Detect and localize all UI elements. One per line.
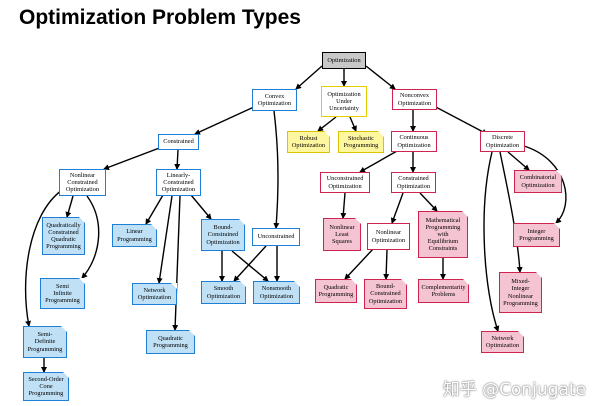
fold-corner bbox=[171, 283, 177, 289]
edge-constrained-mpec bbox=[419, 192, 438, 212]
edge-uncertainty-stochastic bbox=[349, 116, 357, 132]
edge-bound-nonsmooth bbox=[231, 250, 269, 282]
fold-corner bbox=[536, 272, 542, 278]
fold-corner bbox=[554, 223, 560, 229]
node-linearly-constrained-optimization: Linearly- Constrained Optimization bbox=[156, 169, 201, 196]
node-complementarity-problems: Complementarity Problems bbox=[418, 279, 469, 303]
node-bound-constrained-nc: Bound- Constrained Optimization bbox=[364, 279, 407, 309]
fold-corner bbox=[556, 170, 562, 176]
edge-constrained-linearly bbox=[174, 149, 181, 170]
fold-corner bbox=[189, 330, 195, 336]
edge-root-convex bbox=[295, 65, 323, 90]
node-quadratic-programming-convex: Quadratic Programming bbox=[146, 330, 195, 354]
edge-discrete-integer bbox=[523, 145, 567, 224]
edge-discrete-network bbox=[483, 151, 500, 332]
node-semidefinite-programming: Semi- Definite Programming bbox=[23, 326, 67, 358]
fold-corner bbox=[462, 211, 468, 217]
edge-convex-unconstrained bbox=[273, 110, 280, 229]
node-robust-optimization: Robust Optimization bbox=[287, 131, 330, 153]
node-linear-programming: Linear Programming bbox=[112, 224, 157, 247]
fold-corner bbox=[351, 279, 357, 285]
edge-nonlinear-bound bbox=[383, 249, 390, 280]
edge-convex-constrained bbox=[194, 105, 257, 135]
fold-corner bbox=[355, 218, 361, 224]
edge-lc-linear bbox=[145, 194, 164, 225]
node-convex-optimization: Convex Optimization bbox=[252, 89, 297, 111]
node-nonconvex-optimization: Nonconvex Optimization bbox=[392, 89, 437, 110]
node-second-order-cone-programming: Second-Order Cone Programming bbox=[23, 372, 69, 401]
fold-corner bbox=[79, 217, 85, 223]
node-unconstrained-convex: Unconstrained bbox=[252, 228, 300, 246]
node-discrete-optimization: Discrete Optimization bbox=[480, 131, 525, 152]
node-unconstrained-optimization-nc: Unconstrained Optimization bbox=[320, 172, 370, 193]
edge-lc-quadratic bbox=[172, 195, 181, 331]
node-optimization: Optimization bbox=[322, 52, 366, 69]
node-bound-constrained-convex: Bound- Constrained Optimization bbox=[201, 219, 245, 251]
fold-corner bbox=[518, 331, 524, 337]
edge-root-nonconvex bbox=[365, 65, 396, 90]
edge-nlc-semiinfinite bbox=[81, 195, 100, 279]
node-constrained-optimization-nc: Constrained Optimization bbox=[391, 172, 436, 193]
fold-corner bbox=[79, 278, 85, 284]
node-network-optimization-nc: Network Optimization bbox=[481, 331, 524, 353]
edge-nlc-qcqp bbox=[65, 195, 74, 218]
node-nonsmooth-optimization: Nonsmooth Optimization bbox=[253, 281, 300, 304]
watermark: 知乎 @Conjugate bbox=[442, 380, 586, 400]
fold-corner bbox=[63, 372, 69, 378]
fold-corner bbox=[61, 326, 67, 332]
node-stochastic-programming: Stochastic Programming bbox=[338, 131, 384, 153]
node-nonlinear-constrained-optimization: Nonlinear Constrained Optimization bbox=[59, 169, 106, 196]
fold-corner bbox=[324, 131, 330, 137]
node-network-optimization-convex: Network Optimization bbox=[132, 283, 177, 305]
node-combinatorial-optimization: Combinatorial Optimization bbox=[514, 170, 562, 193]
node-constrained-convex: Constrained bbox=[158, 134, 199, 150]
edge-constrained-nonlinearc bbox=[103, 146, 163, 171]
edge-discrete-combinatorial bbox=[507, 151, 530, 171]
edge-uncertainty-robust bbox=[317, 116, 337, 132]
node-nonlinear-least-squares: Nonlinear Least Squares bbox=[323, 218, 361, 251]
fold-corner bbox=[401, 279, 407, 285]
edge-continuous-unconstrained bbox=[359, 150, 398, 173]
fold-corner bbox=[378, 131, 384, 137]
fold-corner bbox=[239, 219, 245, 225]
edge-lc-network bbox=[156, 195, 173, 284]
fold-corner bbox=[240, 281, 246, 287]
node-nonlinear-optimization: Nonlinear Optimization bbox=[367, 223, 410, 250]
edge-discrete-minlp bbox=[499, 151, 523, 273]
edge-nlc-semidefinite bbox=[24, 189, 63, 327]
edge-nonconvex-discrete bbox=[431, 104, 488, 135]
fold-corner bbox=[463, 279, 469, 285]
node-integer-programming: Integer Programming bbox=[513, 223, 560, 247]
edge-lc-bound bbox=[190, 194, 212, 220]
node-optimization-under-uncertainty: Optimization Under Uncertainty bbox=[321, 86, 367, 117]
fold-corner bbox=[294, 281, 300, 287]
node-semi-infinite-programming: Semi Infinite Programming bbox=[40, 278, 85, 309]
page-title: Optimization Problem Types bbox=[19, 6, 301, 29]
edge-unconstrained-smooth bbox=[233, 245, 267, 282]
edge-constrained-nonlinear bbox=[390, 192, 404, 224]
node-quadratic-programming-nc: Quadratic Programming bbox=[315, 279, 357, 303]
node-mixed-integer-nonlinear-programming: Mixed- Integer Nonlinear Programming bbox=[499, 272, 542, 313]
fold-corner bbox=[151, 224, 157, 230]
edge-nonlinear-quadratic bbox=[344, 247, 375, 280]
node-qcqp: Quadratically Constrained Quadratic Prog… bbox=[42, 217, 85, 255]
node-mpec: Mathematical Programming with Equilibriu… bbox=[418, 211, 468, 258]
node-smooth-optimization: Smooth Optimization bbox=[201, 281, 246, 304]
edge-unconstrained-nlls bbox=[340, 192, 347, 219]
node-continuous-optimization: Continuous Optimization bbox=[391, 131, 437, 152]
